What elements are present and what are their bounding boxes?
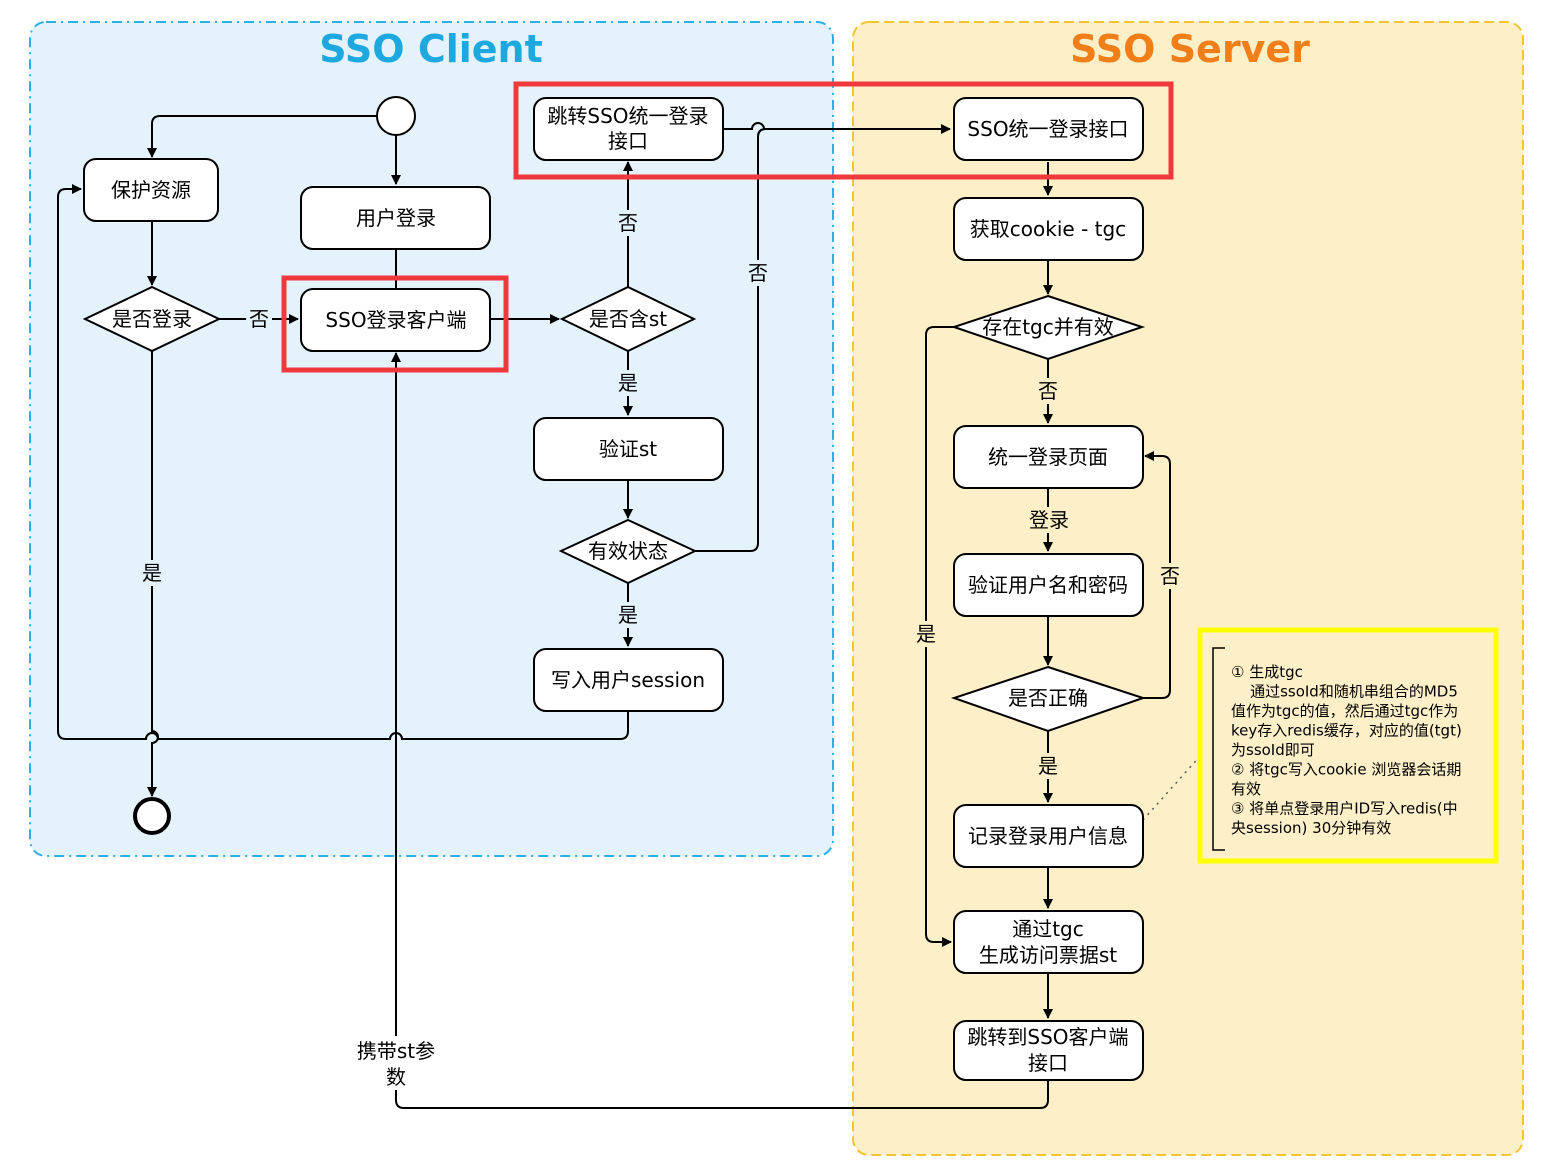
- node-write-session-label: 写入用户session: [551, 668, 705, 692]
- note-line: ① 生成tgc: [1231, 663, 1303, 681]
- note-box: [1197, 627, 1499, 864]
- note-connector: [1142, 744, 1211, 821]
- edge-session-protect: [57, 184, 629, 740]
- node-verify-st-label: 验证st: [599, 437, 657, 461]
- end-node: [133, 797, 171, 835]
- node-sso-login-api: [953, 97, 1144, 161]
- edge-label-carry-st-2: 数: [386, 1065, 406, 1089]
- edge-jumpclient-client: [391, 352, 1049, 1109]
- highlight-client-login: [281, 275, 509, 373]
- server-title: SSO Server: [1070, 27, 1310, 71]
- note-line: ③ 将单点登录用户ID写入redis(中: [1231, 800, 1458, 818]
- node-login-page-label: 统一登录页面: [988, 445, 1108, 469]
- decision-has-st-label: 是否含st: [589, 307, 667, 331]
- node-gen-st-label-2: 生成访问票据st: [979, 943, 1117, 967]
- edge-label-no-correct: 否: [1160, 564, 1180, 588]
- node-sso-client-label: SSO登录客户端: [325, 308, 466, 332]
- node-jump-client-label-1: 跳转到SSO客户端: [967, 1025, 1128, 1049]
- node-login-page: [953, 425, 1144, 489]
- node-protect-resource: [83, 158, 219, 222]
- node-verify-st: [533, 417, 724, 481]
- highlight-sso-redirect: [513, 81, 1174, 180]
- note-line: ② 将tgc写入cookie 浏览器会话期: [1231, 761, 1461, 779]
- note-line: 有效: [1231, 780, 1261, 798]
- edge-label-yes-tgc: 是: [916, 622, 936, 646]
- note-line: key存入redis缓存，对应的值(tgt): [1231, 722, 1462, 740]
- decision-tgc-valid-label: 存在tgc并有效: [982, 315, 1114, 339]
- note-line: 为ssoId即可: [1231, 741, 1315, 759]
- node-sso-client: [300, 288, 491, 352]
- decision-tgc-valid: [950, 294, 1146, 361]
- decision-has-st: [559, 285, 697, 353]
- node-gen-st-label-1: 通过tgc: [1012, 917, 1084, 941]
- decision-valid-state: [558, 518, 698, 585]
- decision-is-correct: [950, 665, 1147, 733]
- edge-label-no-hasst: 否: [618, 211, 638, 235]
- node-protect-resource-label: 保护资源: [111, 178, 191, 202]
- edge-label-yes-valid: 是: [618, 603, 638, 627]
- edge-start-protect: [147, 115, 377, 158]
- node-get-cookie-label: 获取cookie - tgc: [970, 217, 1126, 241]
- node-user-login: [300, 186, 491, 250]
- node-verify-pwd-label: 验证用户名和密码: [968, 573, 1128, 597]
- edge-jump-ssoapi: [723, 122, 765, 130]
- node-gen-st: [953, 910, 1144, 974]
- edge-label-yes-correct: 是: [1038, 754, 1058, 778]
- decision-is-logged-label: 是否登录: [112, 307, 192, 331]
- client-title: SSO Client: [319, 27, 543, 71]
- edge-valid-ssoapi: [695, 124, 951, 552]
- note-line: 值作为tgc的值，然后通过tgc作为: [1231, 702, 1458, 720]
- node-get-cookie: [953, 197, 1144, 261]
- decision-is-logged: [82, 285, 222, 353]
- note-text: ① 生成tgc 通过ssoId和随机串组合的MD5值作为tgc的值，然后通过tg…: [1231, 663, 1462, 837]
- edge-label-group: 否 是 否 是 否 是 否 登录 否 是 是 携带st参 数: [139, 210, 1183, 1090]
- start-node: [376, 96, 416, 136]
- edge-label-carry-st-1: 携带st参: [357, 1039, 435, 1063]
- edge-label-yes-islogged: 是: [142, 561, 162, 585]
- note-line: 央session) 30分钟有效: [1231, 819, 1391, 837]
- node-verify-pwd: [953, 553, 1144, 617]
- edge-label-no-islogged: 否: [249, 307, 269, 331]
- node-jump-sso: [533, 97, 724, 161]
- node-jump-client-label-2: 接口: [1028, 1051, 1068, 1075]
- node-user-login-label: 用户登录: [356, 206, 436, 230]
- node-record-user: [953, 804, 1144, 868]
- node-sso-login-api-label: SSO统一登录接口: [967, 117, 1128, 141]
- note-bracket: [1212, 647, 1225, 851]
- edge-label-login: 登录: [1029, 508, 1069, 532]
- note-line: 通过ssoId和随机串组合的MD5: [1231, 683, 1458, 701]
- decision-valid-state-label: 有效状态: [588, 539, 668, 563]
- edge-label-yes-hasst: 是: [618, 371, 638, 395]
- node-jump-sso-label-2: 接口: [608, 129, 648, 153]
- edge-label-no-valid: 否: [748, 261, 768, 285]
- node-jump-sso-label-1: 跳转SSO统一登录: [547, 104, 708, 128]
- edge-label-no-tgc: 否: [1038, 379, 1058, 403]
- decision-is-correct-label: 是否正确: [1008, 686, 1088, 710]
- node-write-session: [533, 648, 724, 712]
- node-record-user-label: 记录登录用户信息: [968, 824, 1128, 848]
- node-jump-client: [953, 1020, 1144, 1081]
